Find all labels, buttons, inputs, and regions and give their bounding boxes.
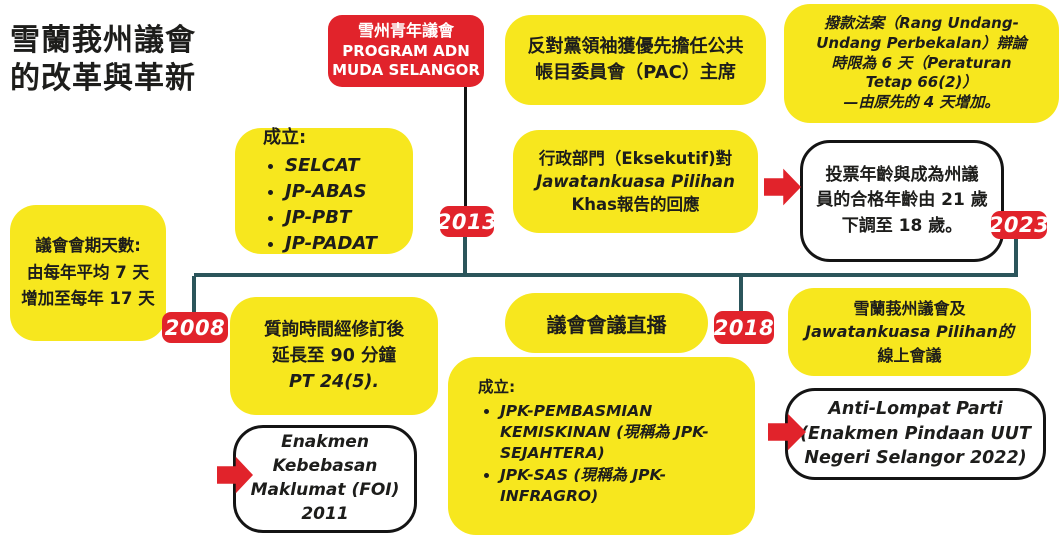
text-line: 雪州青年議會 bbox=[357, 21, 454, 41]
text-line: 議會會期天數: bbox=[35, 236, 141, 256]
text-line: 時限為 6 天（Peraturan bbox=[831, 53, 1012, 72]
text-line: 投票年齡與成為州議 bbox=[825, 164, 979, 185]
text-line: Jawatankuasa Pilihan bbox=[536, 171, 735, 191]
connector-2018 bbox=[739, 276, 743, 314]
text-line: Tetap 66(2)） bbox=[865, 73, 978, 92]
text-line: 員的合格年齡由 21 歲 bbox=[816, 190, 988, 211]
text-line: 線上會議 bbox=[877, 345, 942, 365]
supply-bill-box: 撥款法案（Rang Undang- Undang Perbekalan）辯論 時… bbox=[784, 4, 1059, 123]
text-line: Khas報告的回應 bbox=[571, 195, 700, 215]
text-line: Enakmen bbox=[281, 432, 369, 453]
text-line: 議會會議直播 bbox=[546, 312, 667, 337]
year-badge-2018: 2018 bbox=[714, 311, 774, 344]
text-line: 撥款法案（Rang Undang- bbox=[824, 14, 1019, 32]
text-line: MUDA SELANGOR bbox=[332, 61, 480, 80]
bullet-item: JP-PBT bbox=[285, 205, 377, 230]
list-heading: 成立: bbox=[478, 378, 516, 396]
text-line: 由每年平均 7 天 bbox=[27, 262, 149, 282]
text-line: Negeri Selangor 2022) bbox=[804, 448, 1027, 469]
anti-hopping-box: Anti-Lompat Parti (Enakmen Pindaan UUT N… bbox=[785, 388, 1046, 480]
text-line: 下調至 18 歲。 bbox=[841, 215, 963, 236]
text-line: PROGRAM ADN bbox=[342, 41, 470, 60]
red-arrow-icon bbox=[764, 168, 801, 206]
question-time-box: 質詢時間經修訂後 延長至 90 分鐘 PT 24(5). bbox=[230, 297, 438, 415]
eksekutif-response-box: 行政部門（Eksekutif)對 Jawatankuasa Pilihan Kh… bbox=[513, 130, 758, 233]
text-line: Jawatankuasa Pilihan的 bbox=[805, 322, 1014, 342]
text-line: 反對黨領袖獲優先擔任公共 bbox=[527, 35, 744, 57]
year-badge-2013: 2013 bbox=[437, 206, 497, 237]
text-line: 2011 bbox=[301, 503, 349, 524]
text-line: Maklumat (FOI) bbox=[250, 480, 400, 500]
sitting-days-box: 議會會期天數: 由每年平均 7 天 增加至每年 17 天 bbox=[10, 205, 166, 341]
year-badge-2008: 2008 bbox=[162, 312, 228, 343]
text-line: PT 24(5). bbox=[288, 372, 380, 393]
text-line: (Enakmen Pindaan UUT bbox=[800, 423, 1031, 444]
timeline-line bbox=[194, 273, 1018, 277]
connector-2008 bbox=[192, 276, 196, 316]
pac-chair-box: 反對黨領袖獲優先擔任公共 帳目委員會（PAC）主席 bbox=[505, 15, 766, 105]
foi-enactment-box: Enakmen Kebebasan Maklumat (FOI) 2011 bbox=[233, 425, 417, 533]
text-line: 質詢時間經修訂後 bbox=[264, 319, 404, 340]
connector-2013 bbox=[463, 234, 467, 275]
connector-program-2013 bbox=[464, 85, 467, 208]
live-stream-box: 議會會議直播 bbox=[505, 293, 708, 353]
text-line: 帳目委員會（PAC）主席 bbox=[535, 62, 736, 83]
text-line: 雪蘭莪州議會及 bbox=[853, 299, 966, 319]
online-meetings-box: 雪蘭莪州議會及 Jawatankuasa Pilihan的 線上會議 bbox=[788, 288, 1031, 376]
connector-2023 bbox=[1014, 236, 1018, 275]
bullet-item: JPK-SAS (現稱為 JPK-INFRAGRO) bbox=[500, 465, 741, 507]
voting-age-box: 投票年齡與成為州議 員的合格年齡由 21 歲 下調至 18 歲。 bbox=[800, 140, 1004, 262]
list-heading: 成立: bbox=[263, 126, 307, 148]
program-adn-muda-box: 雪州青年議會 PROGRAM ADN MUDA SELANGOR bbox=[328, 15, 484, 87]
page-title: 雪蘭莪州議會 的改革與革新 bbox=[10, 22, 196, 97]
bullet-item: JP-PADAT bbox=[285, 231, 377, 256]
text-line: —由原先的 4 天增加。 bbox=[843, 93, 1000, 112]
text-line: 增加至每年 17 天 bbox=[21, 289, 155, 309]
text-line: 延長至 90 分鐘 bbox=[271, 345, 397, 366]
selcat-committees-box: 成立: SELCAT JP-ABAS JP-PBT JP-PADAT bbox=[235, 126, 413, 256]
page-title-line1: 雪蘭莪州議會 bbox=[10, 23, 196, 58]
year-badge-2023: 2023 bbox=[988, 211, 1050, 239]
bullet-item: SELCAT bbox=[285, 153, 377, 178]
page-title-line2: 的改革與革新 bbox=[10, 60, 196, 96]
jpk-committees-box: 成立: JPK-PEMBASMIAN KEMISKINAN (現稱為 JPK-S… bbox=[448, 357, 755, 535]
bullet-item: JPK-PEMBASMIAN KEMISKINAN (現稱為 JPK-SEJAH… bbox=[500, 401, 741, 464]
text-line: Kebebasan bbox=[272, 456, 378, 477]
text-line: Anti-Lompat Parti bbox=[828, 399, 1003, 420]
text-line: 行政部門（Eksekutif)對 bbox=[538, 148, 733, 168]
text-line: Undang Perbekalan）辯論 bbox=[816, 33, 1027, 52]
bullet-item: JP-ABAS bbox=[285, 179, 377, 204]
